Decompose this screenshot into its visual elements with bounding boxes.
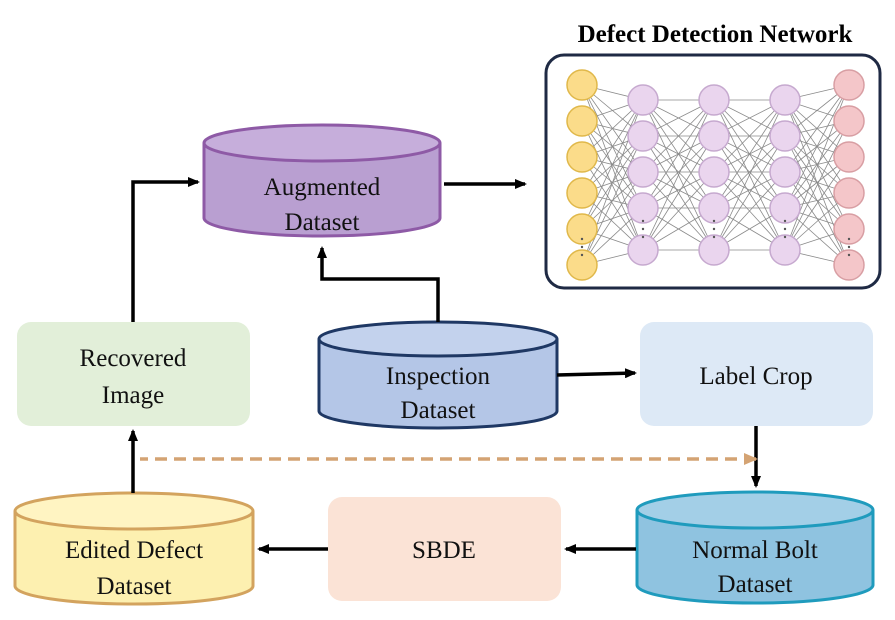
network-neuron [566, 141, 598, 173]
network-edge [784, 156, 850, 251]
network-edge [581, 135, 644, 266]
network-neuron [566, 177, 598, 209]
network-neuron [833, 177, 865, 209]
network-ellipsis-dot [580, 253, 584, 257]
recovered-image-label-line1: Recovered [80, 345, 187, 372]
network-neuron [627, 120, 659, 152]
network-neuron [833, 105, 865, 137]
label-crop-label: Label Crop [699, 363, 812, 390]
edited-defect-label-line2: Dataset [97, 573, 172, 600]
sbde-label: SBDE [412, 537, 476, 564]
network-neuron [627, 156, 659, 188]
inspection-cylinder-body [317, 339, 559, 430]
network-edge [784, 84, 850, 209]
network-neuron [566, 213, 598, 245]
network-ellipsis-dot [641, 235, 645, 239]
network-edge [581, 171, 644, 266]
network-neuron [769, 120, 801, 152]
network-neuron [833, 69, 865, 101]
network-ellipsis-dot [712, 219, 716, 223]
network-ellipsis-dot [783, 235, 787, 239]
edited-defect-cylinder-top [13, 491, 255, 531]
inspection-dataset-label-line1: Inspection [386, 363, 491, 390]
normal-bolt-label-line1: Normal Bolt [692, 537, 818, 564]
network-neuron [833, 249, 865, 281]
network-neuron [833, 141, 865, 173]
network-edge [642, 135, 715, 209]
network-edge [713, 99, 786, 209]
network-edge [713, 99, 786, 251]
network-ellipsis-dot [712, 227, 716, 231]
arrow-inspection-to-augmented [317, 246, 440, 322]
network-neuron [769, 192, 801, 224]
network-ellipsis-dot [783, 219, 787, 223]
normal-bolt-dataset-cylinder: Normal Bolt Dataset [635, 490, 875, 605]
network-neuron [769, 156, 801, 188]
network-edge [713, 171, 786, 251]
normal-bolt-cylinder-top [635, 490, 875, 530]
network-neuron [566, 105, 598, 137]
network-ellipsis-dot [847, 253, 851, 257]
network-edge [784, 120, 850, 251]
network-ellipsis-dot [580, 237, 584, 241]
augmented-dataset-cylinder: Augmented Dataset [202, 123, 442, 238]
augmented-dataset-label-line1: Augmented [264, 174, 381, 201]
network-edge [642, 99, 715, 209]
inspection-cylinder-top [317, 320, 559, 358]
network-ellipsis-dot [580, 245, 584, 249]
arrow-recovered-to-augmented [131, 177, 200, 322]
network-neuron [698, 156, 730, 188]
network-edge [581, 120, 644, 251]
network-neuron [698, 192, 730, 224]
network-edge [581, 156, 644, 251]
normal-bolt-label-line2: Dataset [718, 571, 793, 598]
network-neuron [769, 234, 801, 266]
network-title: Defect Detection Network [578, 21, 853, 48]
recovered-image-box: Recovered Image [17, 322, 250, 426]
network-edge [713, 135, 786, 209]
edited-defect-cylinder-body [13, 511, 255, 606]
inspection-dataset-cylinder: Inspection Dataset [317, 320, 559, 430]
network-edge [713, 135, 786, 251]
network-ellipsis-dot [783, 227, 787, 231]
network-neuron [698, 120, 730, 152]
inspection-dataset-label-line2: Dataset [401, 397, 476, 424]
network-neuron [566, 249, 598, 281]
network-edge [581, 99, 644, 194]
edited-defect-label-line1: Edited Defect [65, 537, 203, 564]
network-neuron [627, 192, 659, 224]
network-neuron [698, 234, 730, 266]
network-neurons [566, 69, 865, 281]
edited-defect-dataset-cylinder: Edited Defect Dataset [13, 491, 255, 606]
network-ellipsis-dot [847, 237, 851, 241]
network-ellipsis-dot [641, 219, 645, 223]
augmented-cylinder-top [202, 123, 442, 163]
network-edge [784, 120, 850, 209]
network-edge [642, 99, 715, 173]
network-ellipsis-dot [847, 245, 851, 249]
network-edge [784, 84, 850, 173]
network-neuron [833, 213, 865, 245]
network-neuron [627, 234, 659, 266]
recovered-image-label-line2: Image [102, 382, 164, 409]
network-edge [713, 99, 786, 173]
sbde-box: SBDE [328, 497, 561, 601]
normal-bolt-cylinder-body [635, 510, 875, 605]
network-edge [581, 99, 644, 230]
network-neuron [566, 69, 598, 101]
network-neuron [769, 84, 801, 116]
arrow-inspection-to-label-crop [556, 368, 637, 379]
augmented-cylinder-body [202, 143, 442, 238]
network-edge [642, 171, 715, 251]
label-crop-box: Label Crop [640, 322, 873, 426]
network-ellipsis-dot [641, 227, 645, 231]
augmented-dataset-label-line2: Dataset [285, 209, 360, 236]
network-edge [642, 99, 715, 251]
network-edge [642, 135, 715, 251]
network-neuron [698, 84, 730, 116]
network-neuron [627, 84, 659, 116]
network-ellipsis-dot [712, 235, 716, 239]
